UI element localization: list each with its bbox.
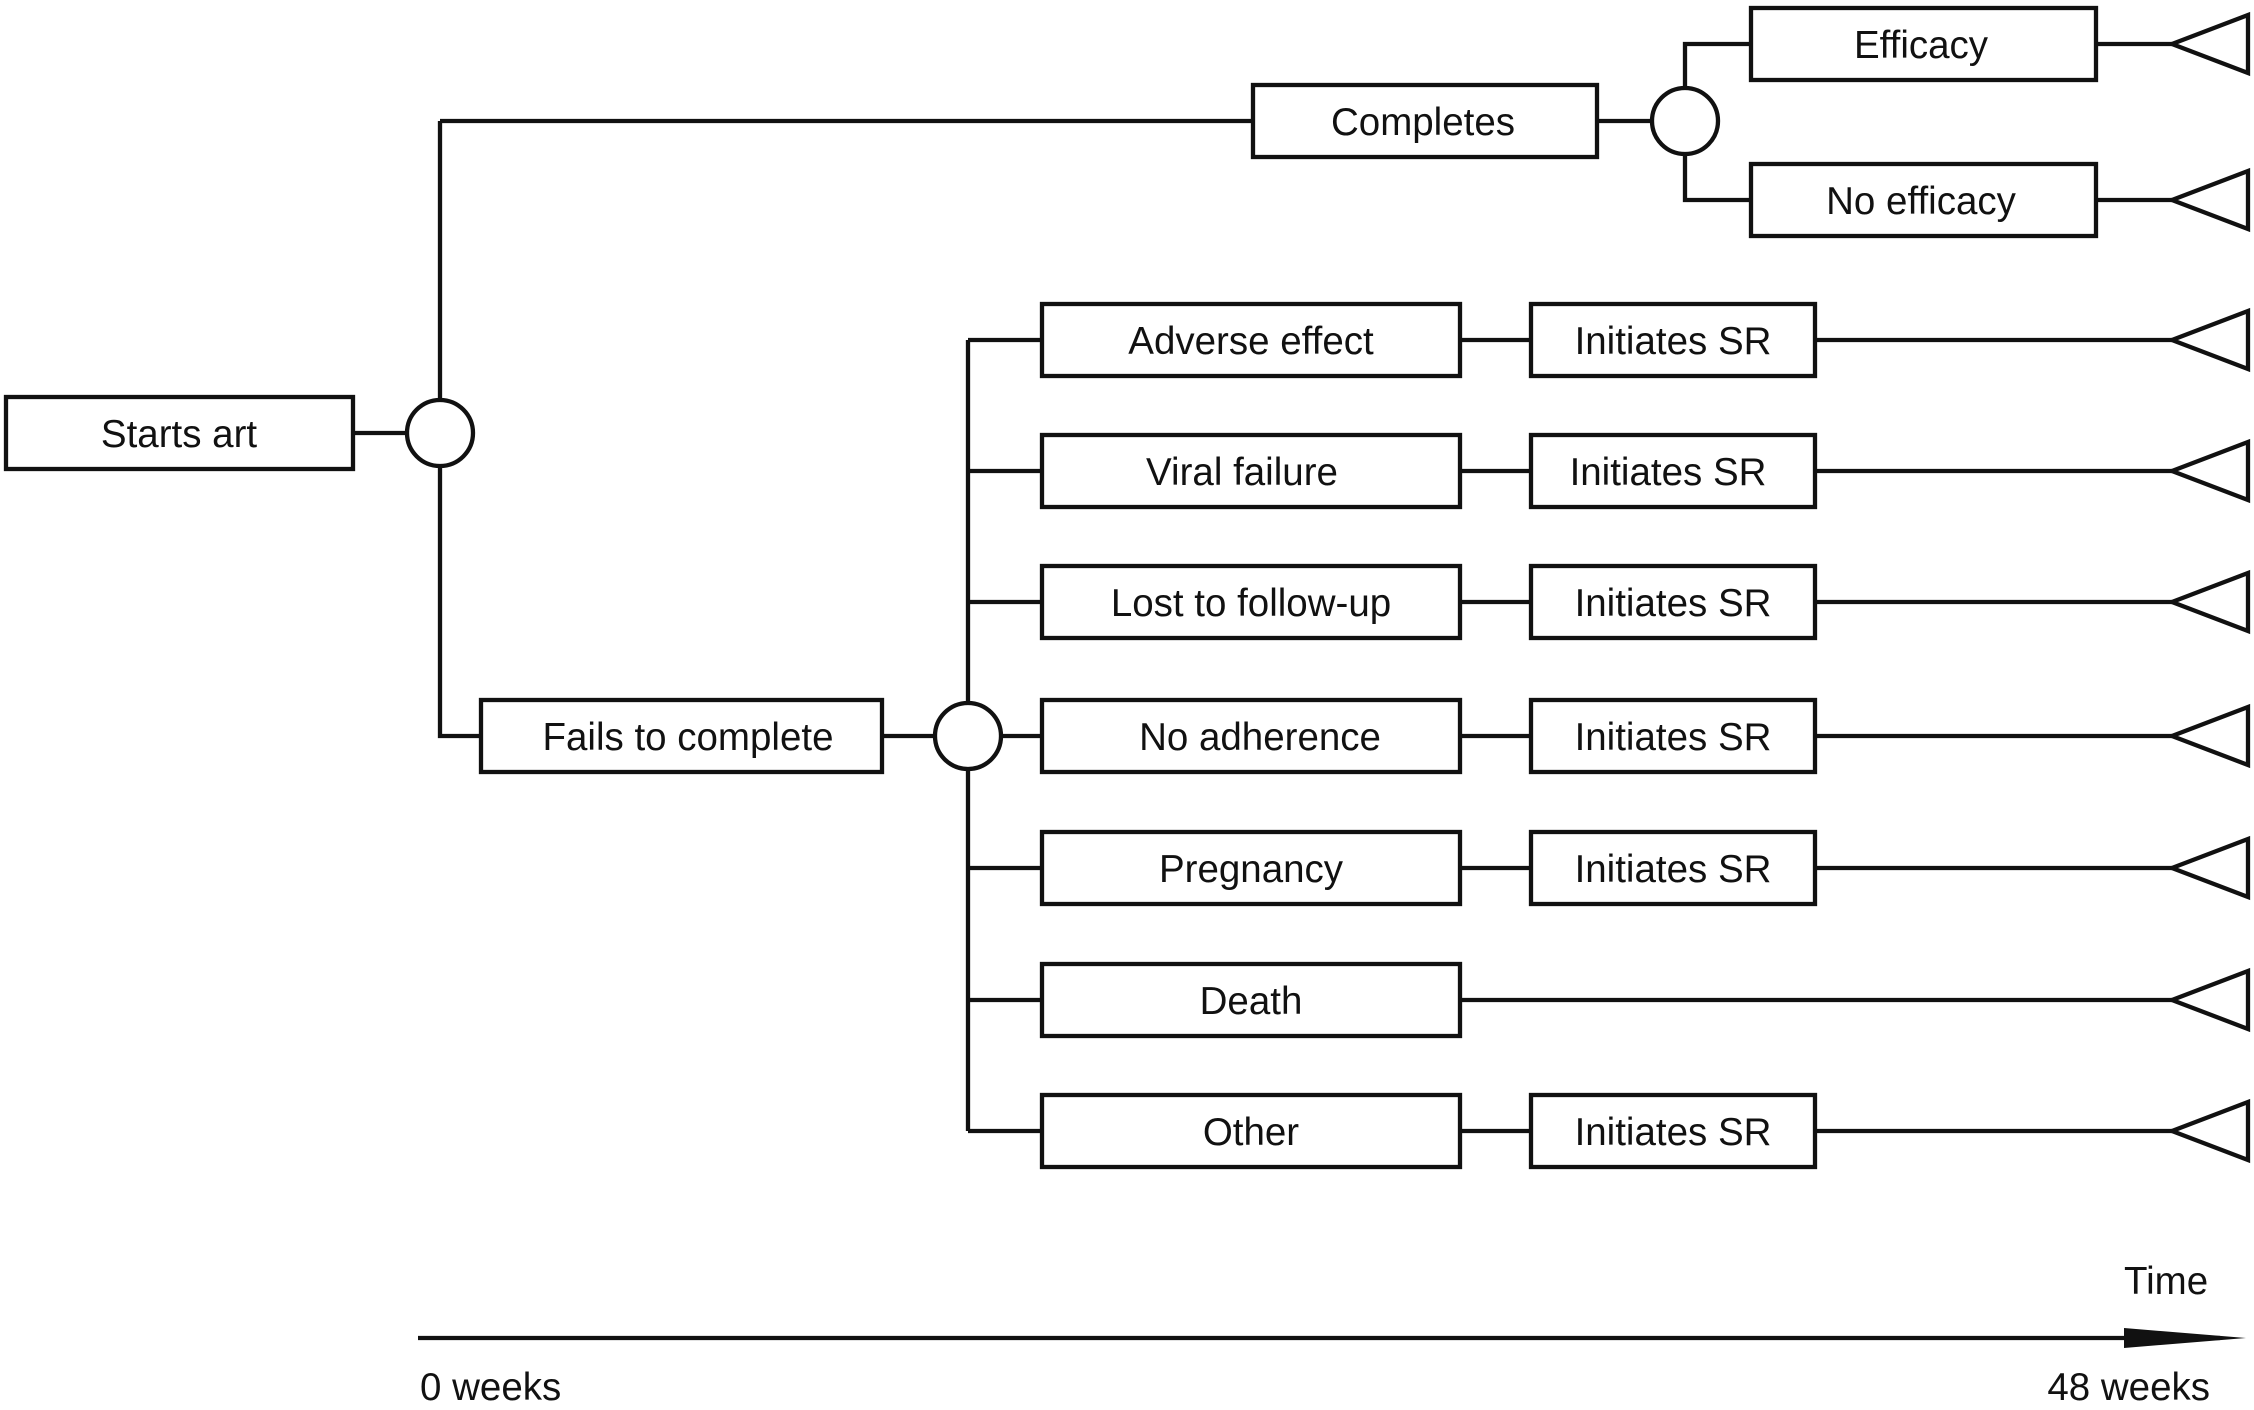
connectors xyxy=(353,41,2172,1134)
reason-death: Death xyxy=(1039,961,1463,1039)
reason-label: No adherence xyxy=(1139,716,1381,759)
terminal-node-icon xyxy=(2165,967,2251,1033)
root-node: Starts art xyxy=(3,394,356,472)
initiates-sr-lost-to-follow-up: Initiates SR xyxy=(1528,563,1818,641)
reason-lost-to-follow-up: Lost to follow-up xyxy=(1039,563,1463,641)
terminal-node-icon xyxy=(2165,11,2251,77)
outcome-label: Efficacy xyxy=(1854,24,1989,67)
reason-label: Pregnancy xyxy=(1159,848,1344,891)
initiates-sr-label: Initiates SR xyxy=(1575,582,1772,625)
reason-label: Other xyxy=(1203,1111,1299,1154)
terminal-nodes xyxy=(2165,11,2251,1164)
initiates-sr-label: Initiates SR xyxy=(1575,848,1772,891)
initiates-sr-label: Initiates SR xyxy=(1570,451,1767,494)
fails-label: Fails to complete xyxy=(542,716,833,759)
timeline-arrow-icon xyxy=(2124,1328,2246,1348)
initiates-sr-viral-failure: Initiates SR xyxy=(1528,432,1818,510)
initiates-sr-no-adherence: Initiates SR xyxy=(1528,697,1818,775)
timeline-end-label: 48 weeks xyxy=(2047,1366,2210,1409)
reason-label: Death xyxy=(1200,980,1303,1023)
completes-label: Completes xyxy=(1331,101,1515,144)
initiates-sr-pregnancy: Initiates SR xyxy=(1528,829,1818,907)
initiates-sr-label: Initiates SR xyxy=(1575,1111,1772,1154)
reason-other: Other xyxy=(1039,1092,1463,1170)
timeline: Time 0 weeks 48 weeks xyxy=(418,1260,2246,1409)
reason-label: Adverse effect xyxy=(1128,320,1374,363)
timeline-start-label: 0 weeks xyxy=(420,1366,561,1409)
outcome-no-efficacy: No efficacy xyxy=(1748,161,2099,239)
root-label: Starts art xyxy=(101,413,257,456)
timeline-label: Time xyxy=(2124,1260,2208,1303)
outcome-label: No efficacy xyxy=(1826,180,2016,223)
fails-chance-node xyxy=(932,700,1004,772)
initiates-sr-other: Initiates SR xyxy=(1528,1092,1818,1170)
reason-no-adherence: No adherence xyxy=(1039,697,1463,775)
terminal-node-icon xyxy=(2165,835,2251,901)
outcome-efficacy: Efficacy xyxy=(1748,5,2099,83)
reason-pregnancy: Pregnancy xyxy=(1039,829,1463,907)
terminal-node-icon xyxy=(2165,167,2251,233)
reason-viral-failure: Viral failure xyxy=(1039,432,1463,510)
completes-node: Completes xyxy=(1250,82,1600,160)
terminal-node-icon xyxy=(2165,569,2251,635)
fails-node: Fails to complete xyxy=(478,697,885,775)
terminal-node-icon xyxy=(2165,307,2251,373)
completes-chance-node xyxy=(1649,85,1721,157)
terminal-node-icon xyxy=(2165,1098,2251,1164)
terminal-node-icon xyxy=(2165,438,2251,504)
reason-label: Lost to follow-up xyxy=(1111,582,1391,625)
reason-label: Viral failure xyxy=(1146,451,1338,494)
initiates-sr-label: Initiates SR xyxy=(1575,320,1772,363)
root-chance-node xyxy=(404,397,476,469)
reason-adverse-effect: Adverse effect xyxy=(1039,301,1463,379)
initiates-sr-adverse-effect: Initiates SR xyxy=(1528,301,1818,379)
initiates-sr-label: Initiates SR xyxy=(1575,716,1772,759)
terminal-node-icon xyxy=(2165,703,2251,769)
